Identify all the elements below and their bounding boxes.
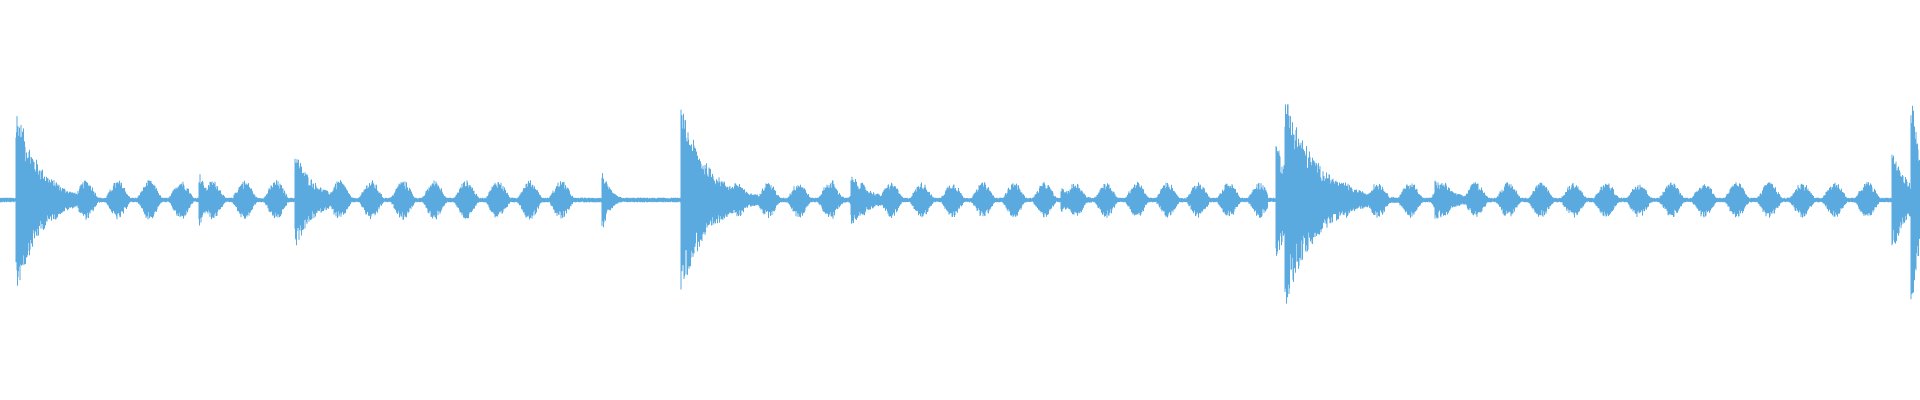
- waveform-trace: [0, 104, 1920, 304]
